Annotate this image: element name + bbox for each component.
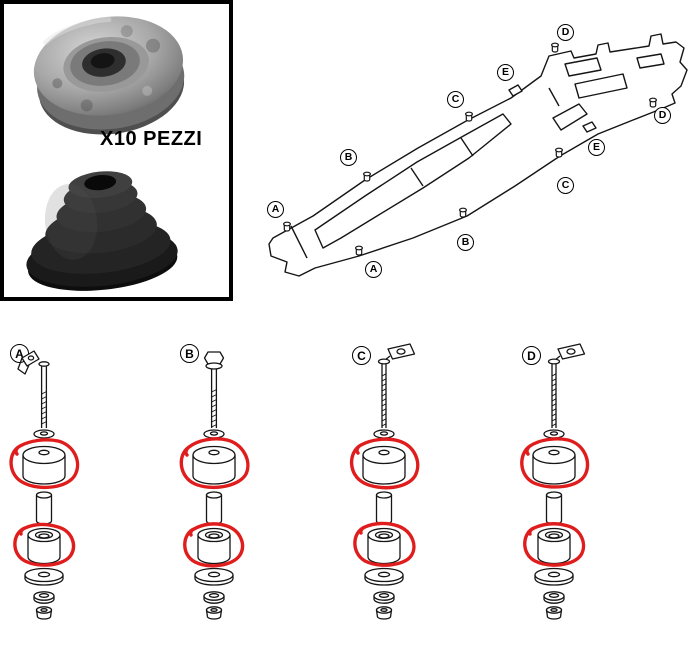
highlight-lower-bushing — [183, 522, 245, 568]
assembly-diagram — [9, 350, 80, 620]
metal-bushing-photo — [33, 16, 185, 135]
assembly-label: C — [352, 346, 371, 365]
chassis-diagram — [268, 33, 688, 277]
mount-bolt — [203, 351, 225, 429]
frame-hole-e1 — [508, 84, 523, 97]
mount-bolt-icon — [363, 171, 371, 182]
chassis-point-label: C — [447, 91, 464, 108]
chassis-point-label: E — [497, 64, 514, 81]
mount-bolt-with-bracket — [377, 343, 416, 429]
chassis-point-label: A — [267, 201, 284, 218]
rear-opening-3 — [636, 53, 665, 69]
assembly-label: D — [522, 346, 541, 365]
mount-bolt-icon — [465, 111, 473, 122]
assembly-c: C — [334, 340, 446, 646]
chassis-point-label: D — [654, 107, 671, 124]
chassis-point-label: A — [365, 261, 382, 278]
assembly-a: A — [0, 340, 106, 646]
chassis-point-label: B — [340, 149, 357, 166]
rear-opening-2 — [574, 73, 628, 99]
assembly-b: B — [164, 340, 276, 646]
chassis-point-label: B — [457, 234, 474, 251]
frame-mid-opening — [552, 103, 588, 131]
highlight-lower-bushing — [523, 522, 586, 567]
highlight-lower-bushing — [353, 521, 416, 567]
frame-center-slot — [314, 113, 512, 249]
highlight-lower-bushing — [13, 522, 76, 567]
mount-bolt-icon — [283, 221, 291, 232]
rear-opening-1 — [564, 57, 602, 77]
highlight-upper-bushing — [349, 437, 420, 490]
assembly-label: B — [180, 344, 199, 363]
chassis-point-label: E — [588, 139, 605, 156]
assembly-diagram — [349, 343, 420, 620]
mount-bolt-with-bracket — [547, 343, 586, 429]
highlight-upper-bushing — [520, 437, 590, 489]
frame-hole-e2 — [582, 121, 597, 133]
assembly-diagram — [179, 351, 250, 620]
mount-bolt-icon — [554, 147, 564, 158]
rubber-bushing-photo — [26, 171, 178, 291]
highlight-upper-bushing — [9, 438, 80, 490]
mount-bolt-with-clip — [17, 350, 50, 429]
assembly-d: D — [504, 340, 616, 646]
highlight-upper-bushing — [179, 437, 250, 490]
product-photo-box: X10 PEZZI — [0, 0, 233, 301]
quantity-label: X10 PEZZI — [100, 128, 203, 150]
chassis-point-label: C — [557, 177, 574, 194]
chassis-point-label: D — [557, 24, 574, 41]
mount-bolt-icon — [355, 245, 363, 256]
crossmember-lines — [290, 87, 560, 259]
mount-bolt-icon — [459, 207, 467, 218]
mount-bolt-icon — [648, 97, 658, 108]
assembly-diagram — [520, 343, 590, 620]
product-photos — [26, 16, 185, 291]
mount-bolt-icon — [550, 42, 560, 53]
frame-outline — [268, 33, 688, 277]
